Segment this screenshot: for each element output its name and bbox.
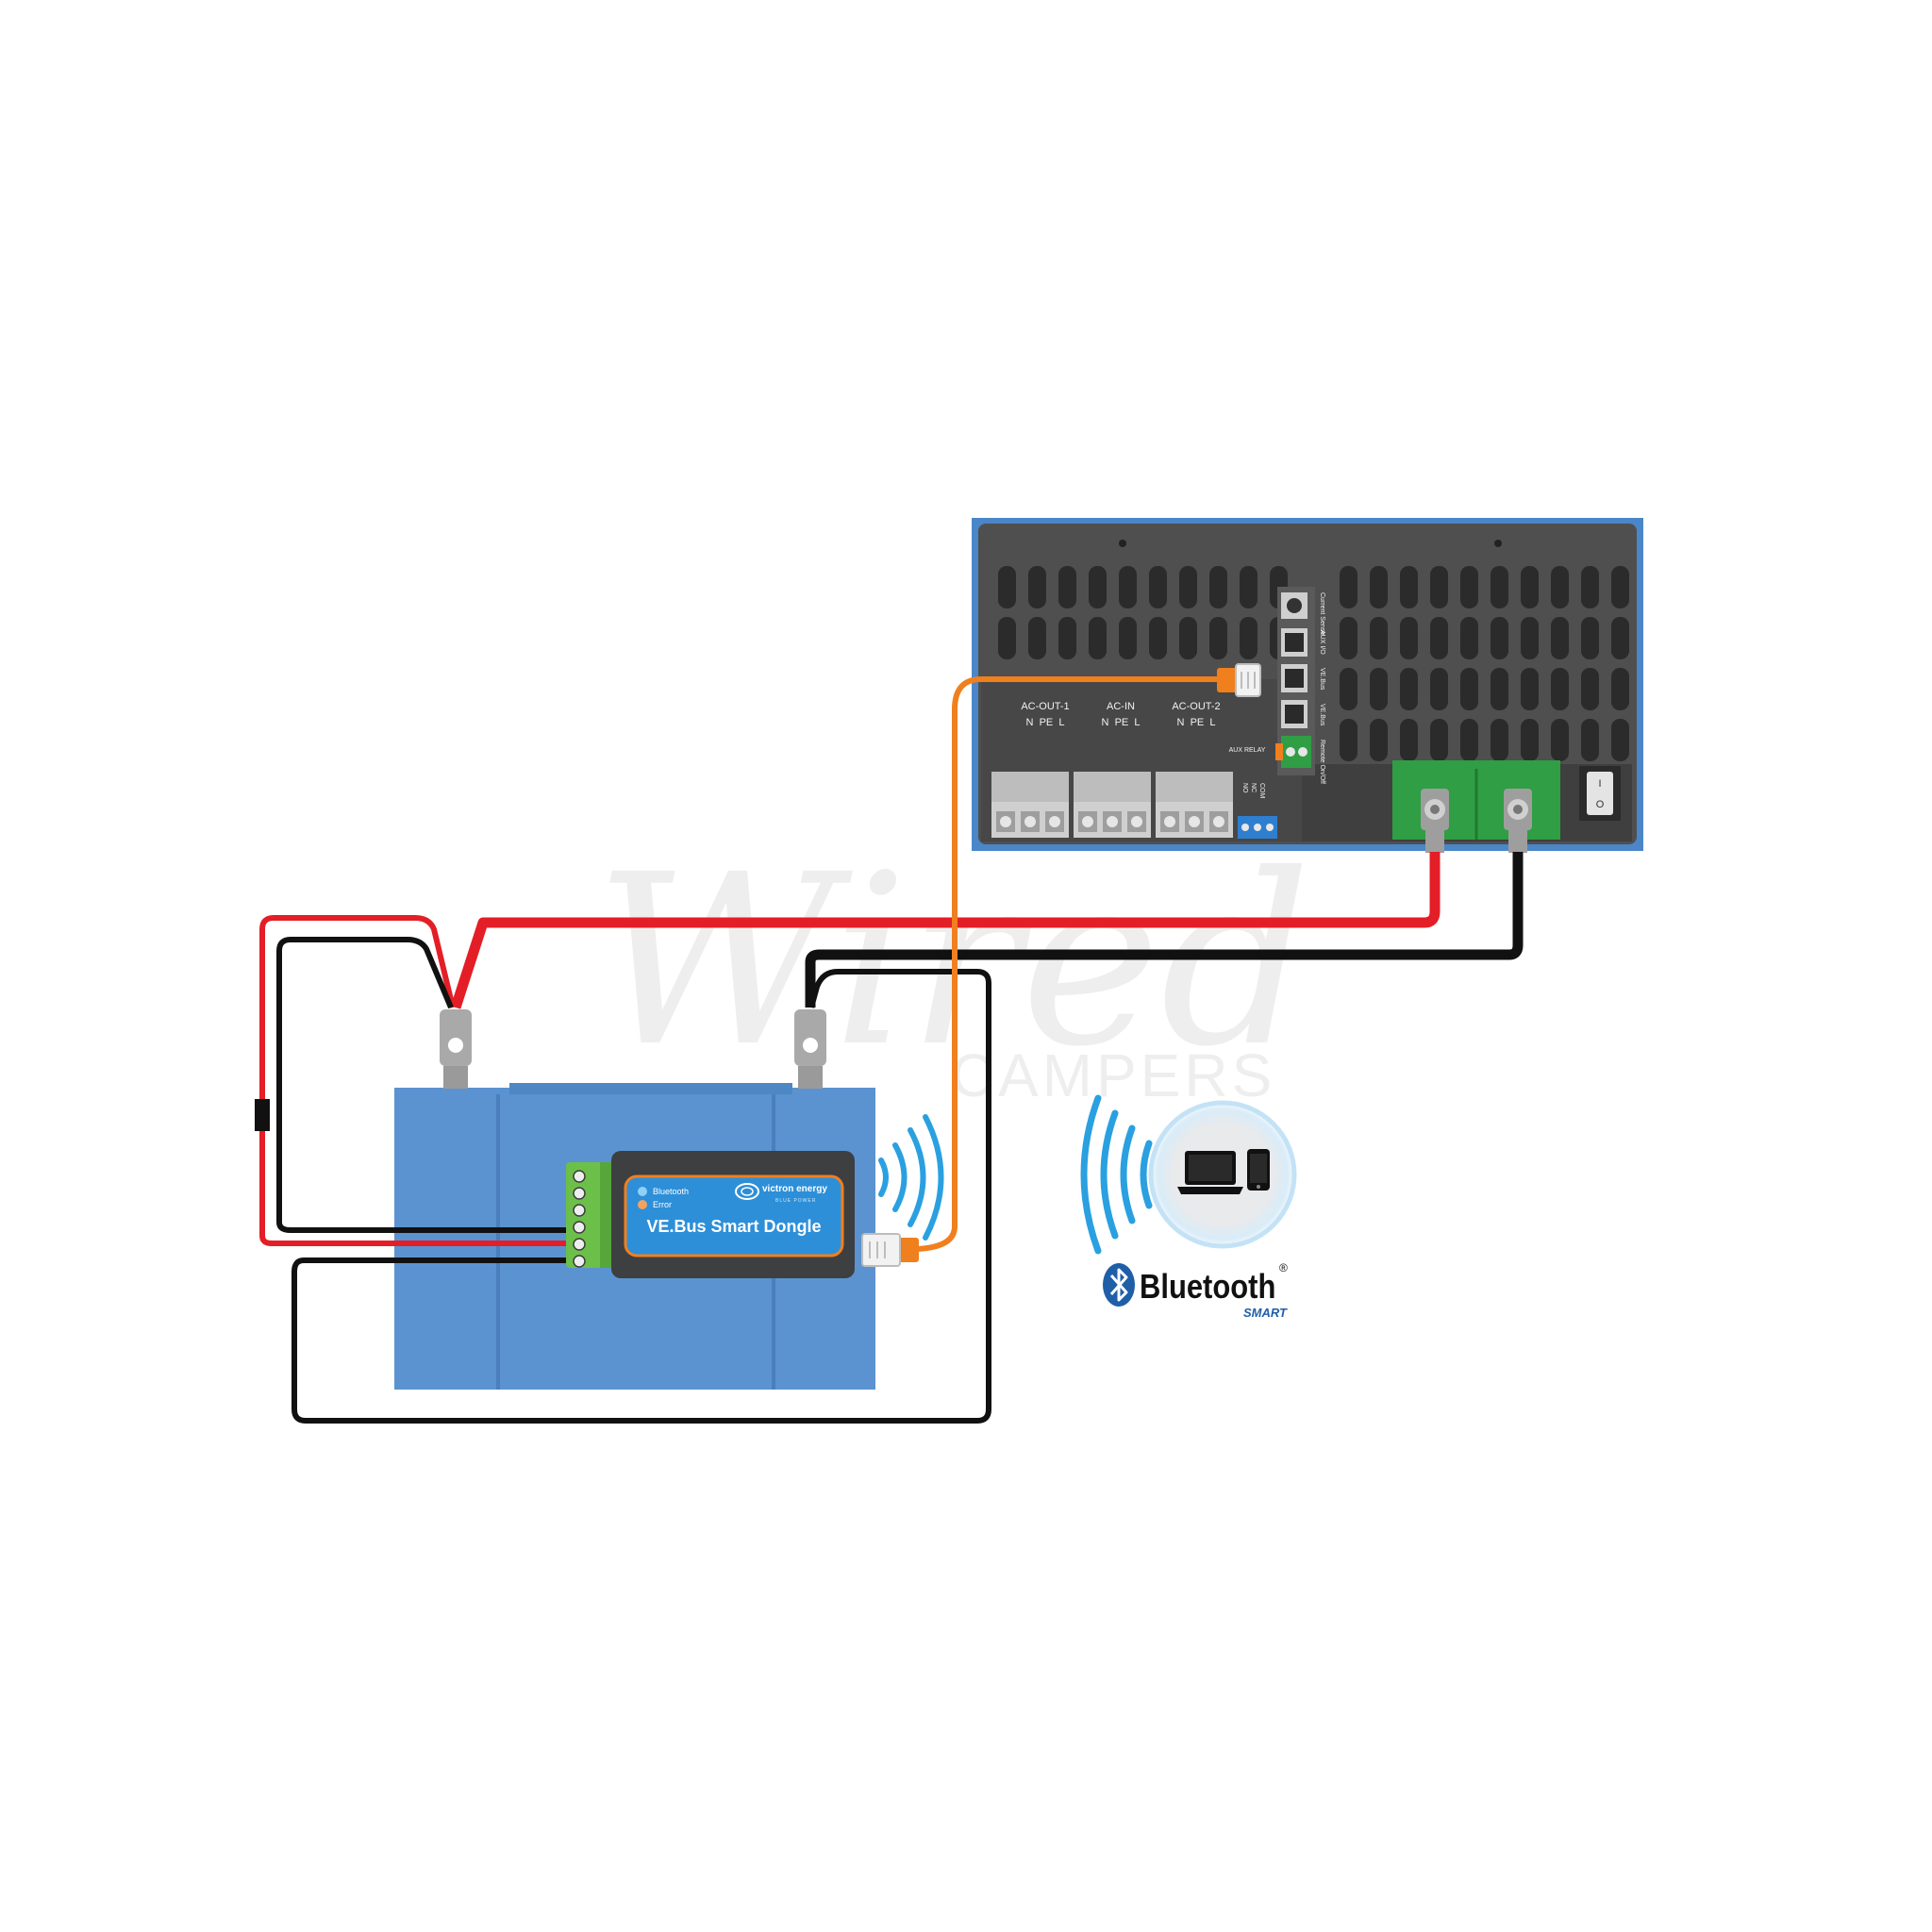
ve-bus-port-2[interactable] [1281, 700, 1307, 728]
switch-mark-off: O [1596, 799, 1605, 810]
battery-negative-terminal[interactable] [794, 1009, 826, 1089]
ac-in-pins: N PE L [1102, 717, 1141, 728]
ac-out-2-label: AC-OUT-2 [1172, 701, 1220, 712]
current-sense-jack[interactable] [1281, 592, 1307, 619]
mount-hole [1119, 540, 1126, 547]
dc-negative-terminal[interactable] [1504, 789, 1532, 853]
victron-logo-icon [735, 1183, 759, 1200]
dongle-label-panel [624, 1174, 844, 1257]
terminal-block-ac-out-1[interactable] [991, 772, 1069, 838]
ac-out-2-pins: N PE L [1177, 717, 1216, 728]
dongle-negative-wire-1 [276, 937, 572, 1233]
dongle-positive-wire [259, 915, 572, 1246]
aux-io-port[interactable] [1281, 628, 1307, 657]
positive-main-cable [450, 852, 1441, 1009]
port-label: Current Sense [1319, 592, 1325, 635]
ac-terminal-blocks [991, 772, 1277, 839]
error-led-label: Error [653, 1200, 672, 1209]
terminal-block-ac-in[interactable] [1074, 772, 1151, 838]
bluetooth-device-badge: Bluetooth ® SMART [1080, 1094, 1297, 1320]
port-label: VE.Bus [1319, 668, 1325, 691]
dongle-negative-wire-2 [291, 969, 991, 1424]
broadcast-waves-icon [1080, 1094, 1153, 1255]
ve-bus-cable [916, 676, 1223, 1252]
bluetooth-smart-label: SMART [1243, 1306, 1288, 1320]
inline-fuse [255, 1099, 270, 1131]
error-led [638, 1200, 647, 1209]
terminal-block-ac-out-2[interactable] [1156, 772, 1233, 838]
port-label: VE.Bus [1319, 704, 1325, 726]
laptop-icon [1177, 1151, 1243, 1194]
ac-out-1-pins: N PE L [1026, 717, 1065, 728]
ve-bus-smart-dongle: Bluetooth Error victron energy BLUE POWE… [566, 1151, 855, 1278]
relay-pin-label: COM [1258, 783, 1265, 799]
mount-hole [1494, 540, 1502, 547]
ventilation-slots [998, 566, 1629, 761]
remote-on-off-terminal[interactable] [1275, 736, 1311, 768]
negative-main-cable [805, 852, 1524, 1008]
relay-pin-label: NO [1241, 783, 1248, 793]
battery-top-ridge [509, 1083, 792, 1094]
inverter: AC-OUT-1 N PE L AC-IN N PE L AC-OUT-2 N … [972, 518, 1643, 853]
bluetooth-led-label: Bluetooth [653, 1187, 689, 1196]
brand-tagline: BLUE POWER [775, 1198, 816, 1204]
rj45-connector-dongle[interactable] [861, 1233, 919, 1267]
aux-relay-label: AUX RELAY [1229, 747, 1266, 754]
dongle-wireless-waves-icon [878, 1114, 944, 1241]
bluetooth-logo-icon [1103, 1263, 1135, 1307]
ac-in-label: AC-IN [1107, 701, 1135, 712]
aux-relay-labels: AUX RELAY NO NC COM [1229, 747, 1266, 799]
switch-mark-on: I [1598, 778, 1601, 790]
ac-terminal-labels: AC-OUT-1 N PE L AC-IN N PE L AC-OUT-2 N … [1021, 701, 1220, 728]
port-label: AUX I/O [1319, 630, 1325, 655]
ve-bus-port-1[interactable] [1281, 664, 1307, 692]
bluetooth-trademark: ® [1279, 1261, 1288, 1274]
port-labels: Current Sense AUX I/O VE.Bus VE.Bus Remo… [1319, 592, 1325, 784]
smartphone-icon [1247, 1149, 1270, 1191]
power-switch[interactable]: I O [1579, 766, 1621, 821]
bluetooth-led [638, 1187, 647, 1196]
dongle-title: VE.Bus Smart Dongle [646, 1217, 821, 1236]
wires [255, 676, 1524, 1424]
dc-positive-terminal[interactable] [1421, 789, 1449, 853]
brand-name: victron energy [762, 1184, 827, 1194]
battery-positive-terminal[interactable] [440, 1009, 472, 1089]
rj45-connector-inverter[interactable] [1217, 663, 1261, 697]
bluetooth-wordmark: Bluetooth [1140, 1269, 1275, 1307]
aux-relay-terminal[interactable] [1238, 816, 1277, 839]
relay-pin-label: NC [1250, 783, 1257, 792]
watermark-caption: CAMPERS [951, 1041, 1276, 1109]
port-label: Remote On/Off [1319, 740, 1325, 784]
port-jacks [1275, 592, 1311, 768]
dc-terminal-plate [1392, 760, 1560, 853]
ac-out-1-label: AC-OUT-1 [1021, 701, 1069, 712]
dongle-terminal-block[interactable] [566, 1162, 615, 1268]
